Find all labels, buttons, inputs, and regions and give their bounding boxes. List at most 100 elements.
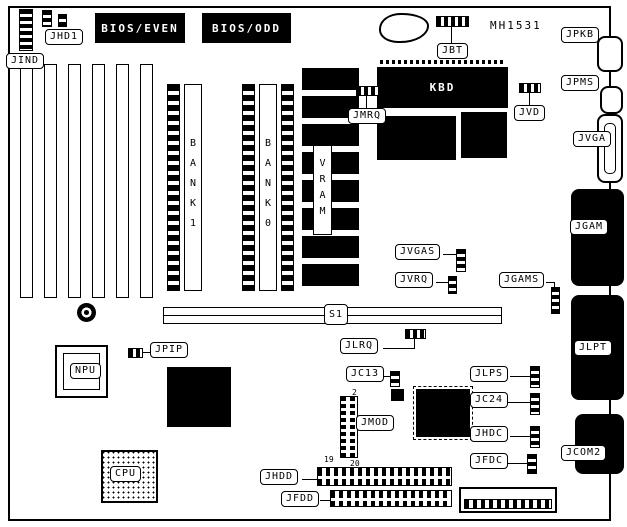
simm-socket bbox=[242, 84, 255, 291]
vga-port bbox=[597, 114, 623, 183]
jfdd-label: JFDD bbox=[281, 491, 320, 507]
cpu-label: CPU bbox=[110, 466, 142, 482]
jhdc-leader-line bbox=[510, 436, 530, 437]
board-outline bbox=[8, 6, 611, 521]
vram-chip bbox=[302, 236, 359, 258]
part-number: MH1531 bbox=[490, 19, 542, 32]
vram-chip bbox=[302, 96, 359, 118]
chipset-chip bbox=[167, 367, 231, 427]
bank0-slot: BANK0 bbox=[259, 84, 277, 291]
jvgas-label: JVGAS bbox=[395, 244, 441, 260]
jmod-label: JMOD bbox=[356, 415, 395, 431]
jgams-leader-vline bbox=[554, 282, 555, 288]
bank1-slot: BANK1 bbox=[184, 84, 202, 291]
jhd1-connector-b bbox=[58, 14, 67, 27]
jlrq-leader-hline bbox=[383, 348, 414, 349]
jc24-leader-line bbox=[507, 402, 530, 403]
jhd1-connector-a bbox=[42, 10, 52, 27]
jpip-connector bbox=[128, 348, 143, 358]
jc24-label: JC24 bbox=[470, 392, 509, 408]
vram-chip bbox=[302, 124, 359, 146]
jbt-connector bbox=[436, 16, 469, 27]
jvgas-leader-line bbox=[443, 254, 457, 255]
jmod-pin20-label: 20 bbox=[350, 459, 360, 468]
jlrq-label: JLRQ bbox=[340, 338, 379, 354]
jlpt-label: JLPT bbox=[574, 340, 613, 356]
jvrq-leader-line bbox=[436, 282, 449, 283]
expansion-slot bbox=[44, 64, 57, 298]
game-port bbox=[571, 189, 624, 286]
power-connector bbox=[459, 487, 557, 513]
jhdd-label: JHDD bbox=[260, 469, 299, 485]
jfdd-connector-gap bbox=[331, 497, 451, 501]
jvgas-connector bbox=[456, 249, 466, 272]
com2-port bbox=[575, 414, 624, 474]
jvd-connector bbox=[519, 83, 541, 93]
jmrq-label: JMRQ bbox=[348, 108, 387, 124]
ic-chip bbox=[461, 112, 507, 158]
jpms-label: JPMS bbox=[561, 75, 600, 91]
jhdc-connector bbox=[530, 426, 540, 448]
jhd1-label: JHD1 bbox=[45, 29, 84, 45]
jhdd-connector-gap bbox=[318, 475, 451, 479]
kbd-pin-row bbox=[380, 60, 504, 64]
jvrq-label: JVRQ bbox=[395, 272, 434, 288]
jbt-label: JBT bbox=[437, 43, 469, 59]
bios-odd-chip: BIOS/ODD bbox=[202, 13, 291, 43]
jind-label: JIND bbox=[6, 53, 45, 69]
jc13-label: JC13 bbox=[346, 366, 385, 382]
bios-even-chip: BIOS/EVEN bbox=[95, 13, 185, 43]
io-controller-chip bbox=[413, 386, 473, 440]
expansion-slot bbox=[116, 64, 129, 298]
expansion-slot bbox=[68, 64, 81, 298]
jfdc-leader-line bbox=[507, 463, 527, 464]
jgams-label: JGAMS bbox=[499, 272, 545, 288]
simm-socket bbox=[281, 84, 294, 291]
jbt-leader-line bbox=[451, 27, 452, 44]
jcom2-label: JCOM2 bbox=[561, 445, 607, 461]
s1-label: S1 bbox=[324, 304, 349, 325]
jpip-leader-line bbox=[143, 352, 151, 353]
jlps-leader-line bbox=[510, 376, 530, 377]
jc13-connector bbox=[390, 371, 400, 387]
jpkb-label: JPKB bbox=[561, 27, 600, 43]
jhdd-leader-line bbox=[302, 479, 318, 480]
jvga-label: JVGA bbox=[573, 131, 612, 147]
vram-chip bbox=[302, 264, 359, 286]
jlps-connector bbox=[530, 366, 540, 388]
simm-socket bbox=[167, 84, 180, 291]
jlrq-leader-vline bbox=[414, 339, 415, 349]
jfdc-label: JFDC bbox=[470, 453, 509, 469]
expansion-slot bbox=[20, 64, 33, 298]
jc24-connector bbox=[530, 393, 540, 415]
jfdd-leader-line bbox=[320, 500, 331, 501]
jlps-label: JLPS bbox=[470, 366, 509, 382]
jvrq-connector bbox=[448, 276, 457, 294]
jvd-label: JVD bbox=[514, 105, 546, 121]
jgam-label: JGAM bbox=[570, 219, 609, 235]
jmrq-connector bbox=[356, 86, 379, 96]
jc13-component bbox=[391, 389, 404, 401]
jmod-pin2-label: 2 bbox=[352, 388, 357, 397]
keyboard-port bbox=[597, 36, 623, 72]
jpip-label: JPIP bbox=[150, 342, 189, 358]
ic-chip bbox=[377, 116, 456, 160]
jgams-leader-hline bbox=[546, 282, 555, 283]
crystal-outline bbox=[379, 13, 429, 43]
jhdc-label: JHDC bbox=[470, 426, 509, 442]
jlrq-connector bbox=[405, 329, 426, 339]
jmrq-leader-line bbox=[366, 96, 367, 110]
kbd-chip: KBD bbox=[377, 67, 508, 108]
jind-connector bbox=[19, 9, 33, 51]
vram-chip bbox=[302, 68, 359, 90]
jhdd-connector bbox=[317, 467, 452, 486]
jc13-leader-line bbox=[384, 376, 391, 377]
jfdc-connector bbox=[527, 454, 537, 474]
expansion-slot bbox=[140, 64, 153, 298]
power-connector-pins bbox=[464, 499, 552, 509]
jvd-leader-line bbox=[529, 93, 530, 107]
jfdd-connector bbox=[330, 490, 452, 507]
expansion-slot bbox=[92, 64, 105, 298]
mouse-port bbox=[600, 86, 623, 114]
